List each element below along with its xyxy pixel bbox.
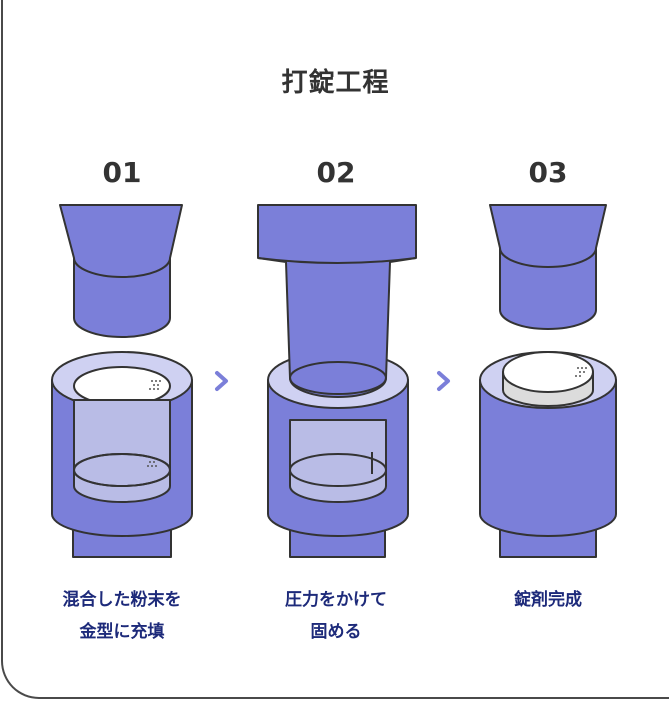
upper-punch — [59, 204, 183, 338]
arrow-right-icon — [215, 371, 228, 391]
step-number-3: 03 — [528, 156, 568, 189]
compressed-powder — [289, 419, 387, 503]
step-number-1: 01 — [102, 156, 142, 189]
step-2-illustration — [257, 204, 417, 558]
tablet — [502, 351, 594, 393]
step-number-2: 02 — [316, 156, 356, 189]
step-caption-2: 圧力をかけて 固める — [285, 590, 387, 642]
page-title: 打錠工程 — [281, 68, 390, 98]
arrow-right-icon — [437, 371, 450, 391]
step-1-illustration — [51, 204, 193, 558]
powder-fill — [73, 399, 171, 503]
step-caption-3: 錠剤完成 — [514, 590, 582, 610]
die-body — [479, 379, 617, 537]
step-caption-1: 混合した粉末を 金型に充填 — [62, 590, 182, 642]
step-3-illustration — [479, 204, 617, 558]
